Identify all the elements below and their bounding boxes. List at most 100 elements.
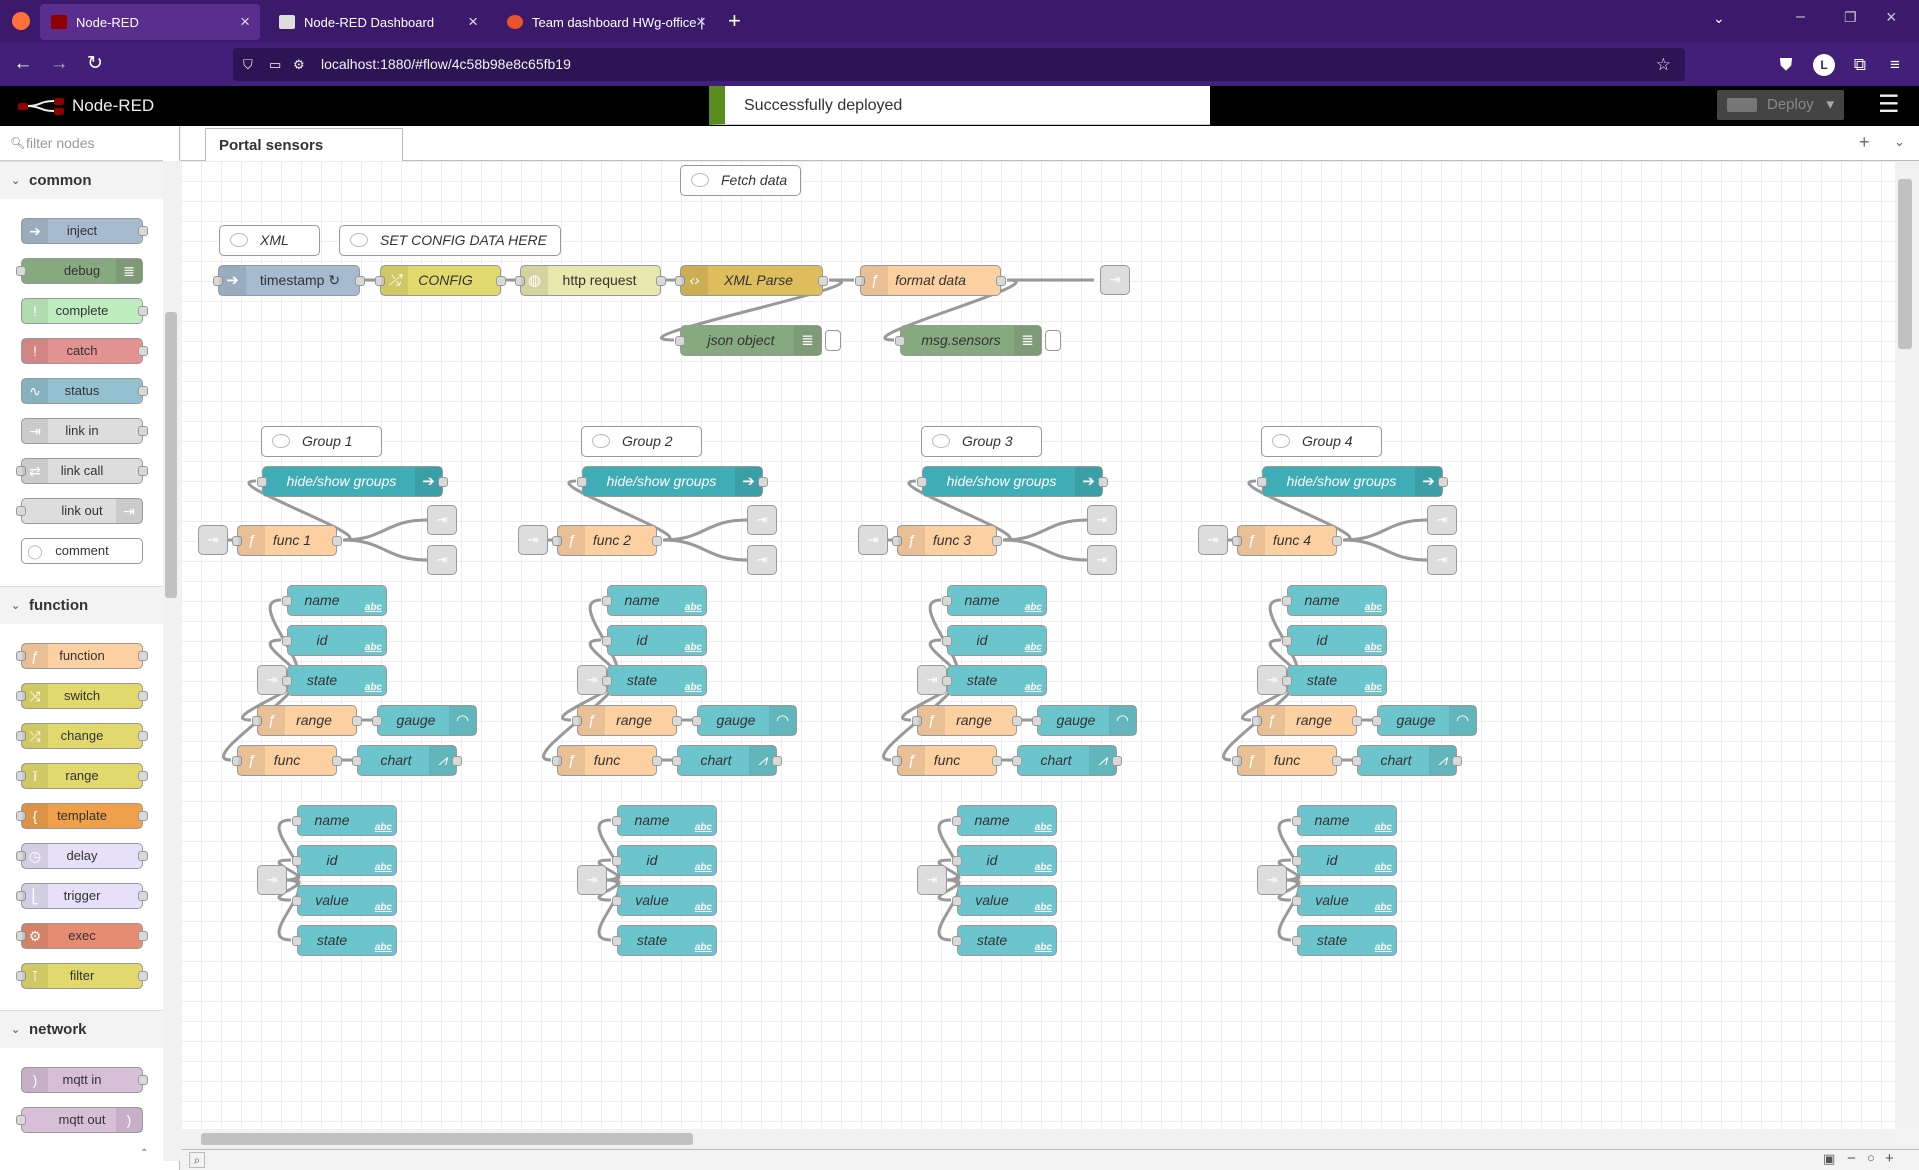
canvas-horizontal-scrollbar[interactable]	[181, 1129, 1895, 1149]
restore-icon[interactable]: ❐	[1844, 9, 1857, 25]
link-in-data[interactable]: ⇥	[1257, 665, 1287, 695]
palette-node-debug[interactable]: debug≣	[16, 258, 143, 284]
shield-icon[interactable]: ⛉	[243, 57, 253, 72]
palette-node-trigger[interactable]: ⎣trigger	[16, 883, 148, 909]
debug-toggle[interactable]	[825, 330, 841, 351]
link-in-trigger[interactable]: ⇥	[1198, 525, 1228, 555]
palette-scroll-thumb[interactable]	[165, 312, 177, 598]
filter-nodes-input[interactable]: 🔍︎ filter nodes	[0, 126, 163, 161]
link-in-trigger[interactable]: ⇥	[858, 525, 888, 555]
palette-node-filter[interactable]: ⊺filter	[16, 963, 148, 989]
link-out-a[interactable]: ⇥	[747, 505, 777, 535]
close-tab-icon[interactable]: ×	[696, 12, 706, 31]
deploy-dropdown-icon[interactable]: ▾	[1826, 96, 1834, 113]
ui-chart[interactable]: chart⩘	[1352, 745, 1462, 776]
canvas-vertical-scroll-thumb[interactable]	[1898, 179, 1912, 349]
tab-portal-sensors[interactable]: Portal sensors	[205, 128, 403, 161]
account-avatar[interactable]: L	[1813, 54, 1835, 76]
xml-parse[interactable]: ‹›XML Parse	[675, 265, 828, 296]
new-tab-icon[interactable]: +	[728, 8, 741, 33]
link-in-values[interactable]: ⇥	[257, 865, 287, 895]
url-field[interactable]: ⛉ ▭ ⚙ localhost:1880/#flow/4c58b98e8c65f…	[233, 48, 1685, 81]
palette-node-inject[interactable]: ➔inject	[21, 218, 148, 244]
navigator-icon[interactable]: ▣	[1823, 1151, 1836, 1166]
add-flow-icon[interactable]: +	[1859, 132, 1870, 152]
debug-json-object[interactable]: json object≣	[675, 325, 841, 356]
ui-gauge[interactable]: gauge◠	[1032, 705, 1137, 736]
palette-node-change[interactable]: ⤮change	[16, 723, 148, 749]
debug-toggle[interactable]	[1045, 330, 1061, 351]
browser-tab-node-red[interactable]: Node-RED ×	[40, 4, 260, 40]
close-window-icon[interactable]: ×	[1886, 7, 1897, 27]
palette-node-template[interactable]: {template	[16, 803, 148, 829]
flow-list-icon[interactable]: ⌄	[1894, 134, 1905, 149]
ui-hide-show-groups[interactable]: hide/show groups➔	[917, 466, 1108, 497]
page-icon[interactable]: ▭	[269, 57, 282, 72]
comment-set-config[interactable]: SET CONFIG DATA HERE	[339, 225, 561, 256]
http-request[interactable]: ◍http request	[515, 265, 666, 296]
bookmark-star-icon[interactable]: ☆	[1655, 55, 1671, 74]
ui-gauge[interactable]: gauge◠	[1372, 705, 1477, 736]
link-out-b[interactable]: ⇥	[1087, 545, 1117, 575]
firefox-menu-icon[interactable]	[12, 12, 30, 30]
link-out-a[interactable]: ⇥	[427, 505, 457, 535]
link-in-trigger[interactable]: ⇥	[198, 525, 228, 555]
ui-hide-show-groups[interactable]: hide/show groups➔	[577, 466, 768, 497]
palette-scrollbar[interactable]	[163, 161, 180, 1161]
permissions-icon[interactable]: ⚙	[293, 57, 305, 72]
comment-group-title[interactable]: Group 4	[1261, 426, 1382, 457]
back-icon[interactable]: ←	[13, 53, 33, 74]
palette-node-mqtt-out[interactable]: mqtt out)	[16, 1107, 143, 1133]
palette-node-exec[interactable]: ⚙exec	[16, 923, 148, 949]
category-function[interactable]: ⌄function	[0, 586, 163, 624]
close-tab-icon[interactable]: ×	[240, 12, 250, 31]
zoom-out-icon[interactable]: −	[1847, 1150, 1856, 1167]
pocket-icon[interactable]: ⛊	[1779, 55, 1793, 74]
deploy-button[interactable]: Deploy ▾	[1717, 90, 1844, 120]
palette-node-comment[interactable]: ◯comment	[21, 538, 143, 564]
link-out-a[interactable]: ⇥	[1427, 505, 1457, 535]
change-config[interactable]: ⤮CONFIG	[375, 265, 506, 296]
link-out-a[interactable]: ⇥	[1087, 505, 1117, 535]
comment-group-title[interactable]: Group 2	[581, 426, 702, 457]
reload-icon[interactable]: ↻	[87, 53, 103, 74]
category-common[interactable]: ⌄common	[0, 161, 163, 199]
link-out-main[interactable]: ⇥	[1100, 265, 1130, 295]
link-in-values[interactable]: ⇥	[1257, 865, 1287, 895]
palette-node-complete[interactable]: !complete	[21, 298, 148, 324]
ui-hide-show-groups[interactable]: hide/show groups➔	[257, 466, 448, 497]
comment-group-title[interactable]: Group 3	[921, 426, 1042, 457]
ui-chart[interactable]: chart⩘	[672, 745, 782, 776]
search-flows-icon[interactable]: ⌕	[189, 1152, 205, 1168]
palette-scroll-up-icon[interactable]: ⌃	[140, 1148, 149, 1159]
comment-xml[interactable]: XML	[219, 225, 320, 256]
